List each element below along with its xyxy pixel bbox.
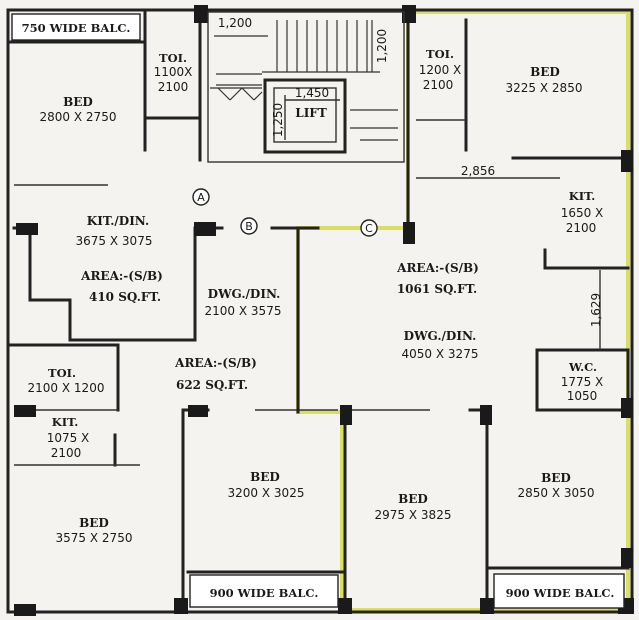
balc-bottom-right-label: 900 WIDE BALC. xyxy=(506,586,615,600)
outer-walls xyxy=(6,8,634,614)
kit-mid-left-name: KIT. xyxy=(52,415,78,429)
staircase xyxy=(207,11,405,163)
lift-width-dim: 1,450 xyxy=(295,86,329,100)
bed-top-right-size: 3225 X 2850 xyxy=(506,81,583,95)
bed-top-left-name: BED xyxy=(63,95,93,109)
flat-marker-b-label: B xyxy=(245,220,253,233)
dwgdin-right-name: DWG./DIN. xyxy=(404,329,477,343)
kit-right-name: KIT. xyxy=(569,189,595,203)
area-left-value: 410 SQ.FT. xyxy=(89,290,161,304)
kitdin-left-name: KIT./DIN. xyxy=(87,214,149,228)
area-right-label: AREA:-(S/B) xyxy=(396,261,479,275)
bed-top-left-size: 2800 X 2750 xyxy=(40,110,117,124)
dwgdin-mid-size: 2100 X 3575 xyxy=(205,304,282,318)
bed-bottom-right-name: BED xyxy=(541,471,571,485)
balc-bottom-mid-box xyxy=(189,574,339,608)
bed-bottom-left-size: 3575 X 2750 xyxy=(56,531,133,545)
wc-right-size-b: 1050 xyxy=(567,389,598,403)
toi-top-left-size-b: 2100 xyxy=(158,80,189,94)
corridor-dim: 2,856 xyxy=(461,164,495,178)
toi-top-right-name: TOI. xyxy=(426,47,454,61)
kit-mid-left-size-b: 2100 xyxy=(51,446,82,460)
balc-top-left-label: 750 WIDE BALC. xyxy=(22,21,131,35)
bed-bottom-center-size: 2975 X 3825 xyxy=(375,508,452,522)
area-left-label: AREA:-(S/B) xyxy=(80,269,163,283)
room-labels: 750 WIDE BALC. BED 2800 X 2750 TOI. 1100… xyxy=(11,13,625,609)
interior-walls xyxy=(6,8,630,614)
stair-length-dim: 1,200 xyxy=(375,29,389,63)
area-mid-label: AREA:-(S/B) xyxy=(174,356,257,370)
toi-top-right-size-b: 2100 xyxy=(423,78,454,92)
kit-right-size-b: 2100 xyxy=(566,221,597,235)
bed-bottom-left-name: BED xyxy=(79,516,109,530)
kit-mid-left-size-a: 1075 X xyxy=(47,431,90,445)
toi-top-right-size-a: 1200 X xyxy=(419,63,462,77)
dimension-labels: 2,856 1,629 xyxy=(461,164,603,350)
toi-top-left-size-a: 1100X xyxy=(154,65,193,79)
kitdin-left-size: 3675 X 3075 xyxy=(76,234,153,248)
toi-top-left-name: TOI. xyxy=(159,51,187,65)
bed-bottom-mid-name: BED xyxy=(250,470,280,484)
flat-marker-c-label: C xyxy=(365,222,373,235)
balc-top-left-box xyxy=(11,13,141,41)
bed-top-right-name: BED xyxy=(530,65,560,79)
dwgdin-mid-name: DWG./DIN. xyxy=(208,287,281,301)
lift-shaft xyxy=(263,78,347,154)
wc-right-size-a: 1775 X xyxy=(561,375,604,389)
bed-bottom-right-size: 2850 X 3050 xyxy=(518,486,595,500)
flat-markers: A B C xyxy=(192,188,378,237)
kit-right-size-a: 1650 X xyxy=(561,206,604,220)
balc-bottom-right-box xyxy=(493,573,625,609)
flat-marker-a-label: A xyxy=(197,191,205,204)
dwgdin-right-size: 4050 X 3275 xyxy=(402,347,479,361)
toi-mid-left-size: 2100 X 1200 xyxy=(28,381,105,395)
area-mid-value: 622 SQ.FT. xyxy=(176,378,248,392)
flat-marker-c xyxy=(360,219,378,237)
toi-mid-left-name: TOI. xyxy=(48,366,76,380)
stair-width-dim: 1,200 xyxy=(218,16,252,30)
flat-marker-b xyxy=(240,217,258,235)
flat-marker-a xyxy=(192,188,210,206)
right-wall-dim: 1,629 xyxy=(589,293,603,327)
area-right-value: 1061 SQ.FT. xyxy=(397,282,477,296)
core-labels: 1,200 1,200 1,450 1,250 LIFT xyxy=(218,16,389,137)
balc-bottom-mid-label: 900 WIDE BALC. xyxy=(210,586,319,600)
lift-depth-dim: 1,250 xyxy=(271,103,285,137)
lift-label: LIFT xyxy=(295,106,327,120)
wc-right-name: W.C. xyxy=(568,360,597,374)
bed-bottom-center-name: BED xyxy=(398,492,428,506)
bed-bottom-mid-size: 3200 X 3025 xyxy=(228,486,305,500)
